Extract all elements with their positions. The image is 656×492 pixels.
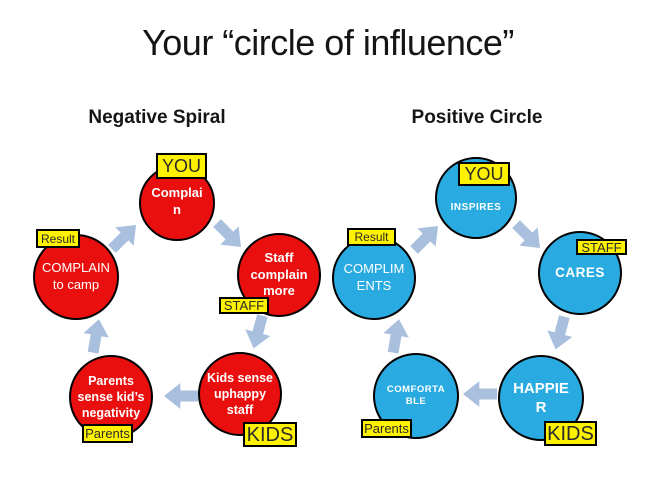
tag-kids-negative: KIDS bbox=[243, 422, 297, 447]
node-staff-complain-more: Staff complain more bbox=[237, 233, 321, 317]
block-arrow-icon bbox=[245, 314, 271, 349]
flow-arrow-up bbox=[380, 317, 412, 355]
flow-arrow-down-right bbox=[507, 215, 549, 257]
node-compliments: COMPLIM ENTS bbox=[332, 236, 416, 320]
block-arrow-icon bbox=[383, 319, 409, 354]
node-complain-to-camp: COMPLAIN to camp bbox=[33, 234, 119, 320]
negative-spiral-heading: Negative Spiral bbox=[88, 107, 226, 128]
tag-staff-negative: STAFF bbox=[219, 297, 269, 314]
flow-arrow-left bbox=[463, 381, 497, 407]
block-arrow-icon bbox=[512, 220, 541, 249]
tag-result-negative: Result bbox=[36, 229, 80, 248]
flow-arrow-up-right bbox=[103, 216, 145, 258]
slide-title: Your “circle of influence” bbox=[142, 22, 514, 63]
block-arrow-icon bbox=[463, 381, 497, 407]
tag-you-negative: YOU bbox=[156, 153, 207, 179]
node-happier: HAPPIE R bbox=[498, 355, 584, 441]
block-arrow-icon bbox=[547, 315, 573, 350]
block-arrow-icon bbox=[164, 383, 198, 409]
block-arrow-icon bbox=[83, 319, 109, 354]
flow-arrow-down bbox=[241, 312, 275, 352]
block-arrow-icon bbox=[410, 225, 439, 254]
flow-arrow-left bbox=[164, 383, 198, 409]
block-arrow-icon bbox=[213, 219, 242, 248]
flow-arrow-down bbox=[543, 313, 577, 353]
tag-result-positive: Result bbox=[347, 228, 396, 246]
positive-circle-heading: Positive Circle bbox=[411, 107, 543, 128]
tag-parents-positive: Parents bbox=[361, 419, 412, 438]
flow-arrow-up bbox=[80, 317, 112, 355]
block-arrow-icon bbox=[108, 224, 137, 253]
flow-arrow-down-right bbox=[208, 214, 250, 256]
tag-staff-positive: STAFF bbox=[576, 239, 627, 255]
tag-parents-negative: Parents bbox=[82, 424, 133, 443]
tag-you-positive: YOU bbox=[458, 162, 510, 186]
flow-arrow-up-right bbox=[405, 217, 447, 259]
tag-kids-positive: KIDS bbox=[544, 421, 597, 446]
